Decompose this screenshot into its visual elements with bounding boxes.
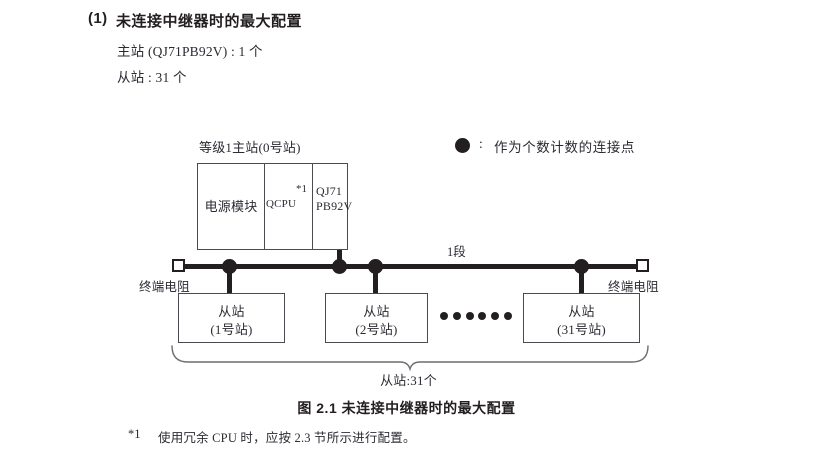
bus-trunk-line bbox=[178, 264, 640, 269]
power-module-label: 电源模块 bbox=[204, 199, 258, 214]
terminator-right-icon bbox=[636, 259, 649, 272]
slave-count-label: 从站:31个 bbox=[380, 373, 437, 388]
legend-label: 作为个数计数的连接点 bbox=[494, 140, 635, 155]
slave-drop-line bbox=[227, 265, 232, 294]
rack-divider bbox=[312, 163, 313, 250]
spec-slave-station: 从站 : 31 个 bbox=[117, 70, 187, 85]
legend-colon: : bbox=[479, 136, 483, 151]
slave-label-name: 从站 bbox=[218, 304, 245, 319]
master-station-caption: 等级1主站(0号站) bbox=[199, 140, 301, 155]
slave-label-name: 从站 bbox=[363, 304, 390, 319]
rack-divider bbox=[264, 163, 265, 250]
page-title: 未连接中继器时的最大配置 bbox=[116, 13, 303, 30]
network-module-label-line2: PB92V bbox=[316, 199, 353, 213]
heading-number: (1) bbox=[88, 10, 108, 27]
connection-point-master bbox=[332, 259, 347, 274]
slave-label-name: 从站 bbox=[568, 304, 595, 319]
terminator-left-label: 终端电阻 bbox=[139, 280, 190, 294]
cpu-module-label: QCPU bbox=[266, 198, 297, 210]
master-rack bbox=[197, 163, 348, 250]
slave-label-station: (31号站) bbox=[557, 322, 606, 337]
slave-drop-line bbox=[373, 265, 378, 294]
segment-label: 1段 bbox=[447, 245, 466, 259]
slave-count-brace bbox=[171, 345, 649, 371]
slave-station-box-31: 从站 (31号站) bbox=[523, 293, 640, 343]
slave-label-station: (1号站) bbox=[210, 322, 253, 337]
filled-circle-icon bbox=[455, 138, 470, 153]
terminator-right-label: 终端电阻 bbox=[608, 280, 659, 294]
figure-caption: 图 2.1 未连接中继器时的最大配置 bbox=[297, 400, 516, 416]
footnote-marker: *1 bbox=[128, 427, 141, 441]
terminator-left-icon bbox=[172, 259, 185, 272]
spec-master-station: 主站 (QJ71PB92V) : 1 个 bbox=[117, 44, 263, 59]
footnote-text: 使用冗余 CPU 时，应按 2.3 节所示进行配置。 bbox=[158, 431, 416, 445]
network-module-label-line1: QJ71 bbox=[316, 184, 343, 198]
slave-ellipsis-icon bbox=[440, 312, 512, 320]
slave-label-station: (2号站) bbox=[355, 322, 398, 337]
slave-station-box-2: 从站 (2号站) bbox=[325, 293, 428, 343]
slave-station-box-1: 从站 (1号站) bbox=[178, 293, 285, 343]
slave-drop-line bbox=[579, 265, 584, 294]
cpu-footnote-marker: *1 bbox=[296, 183, 307, 195]
